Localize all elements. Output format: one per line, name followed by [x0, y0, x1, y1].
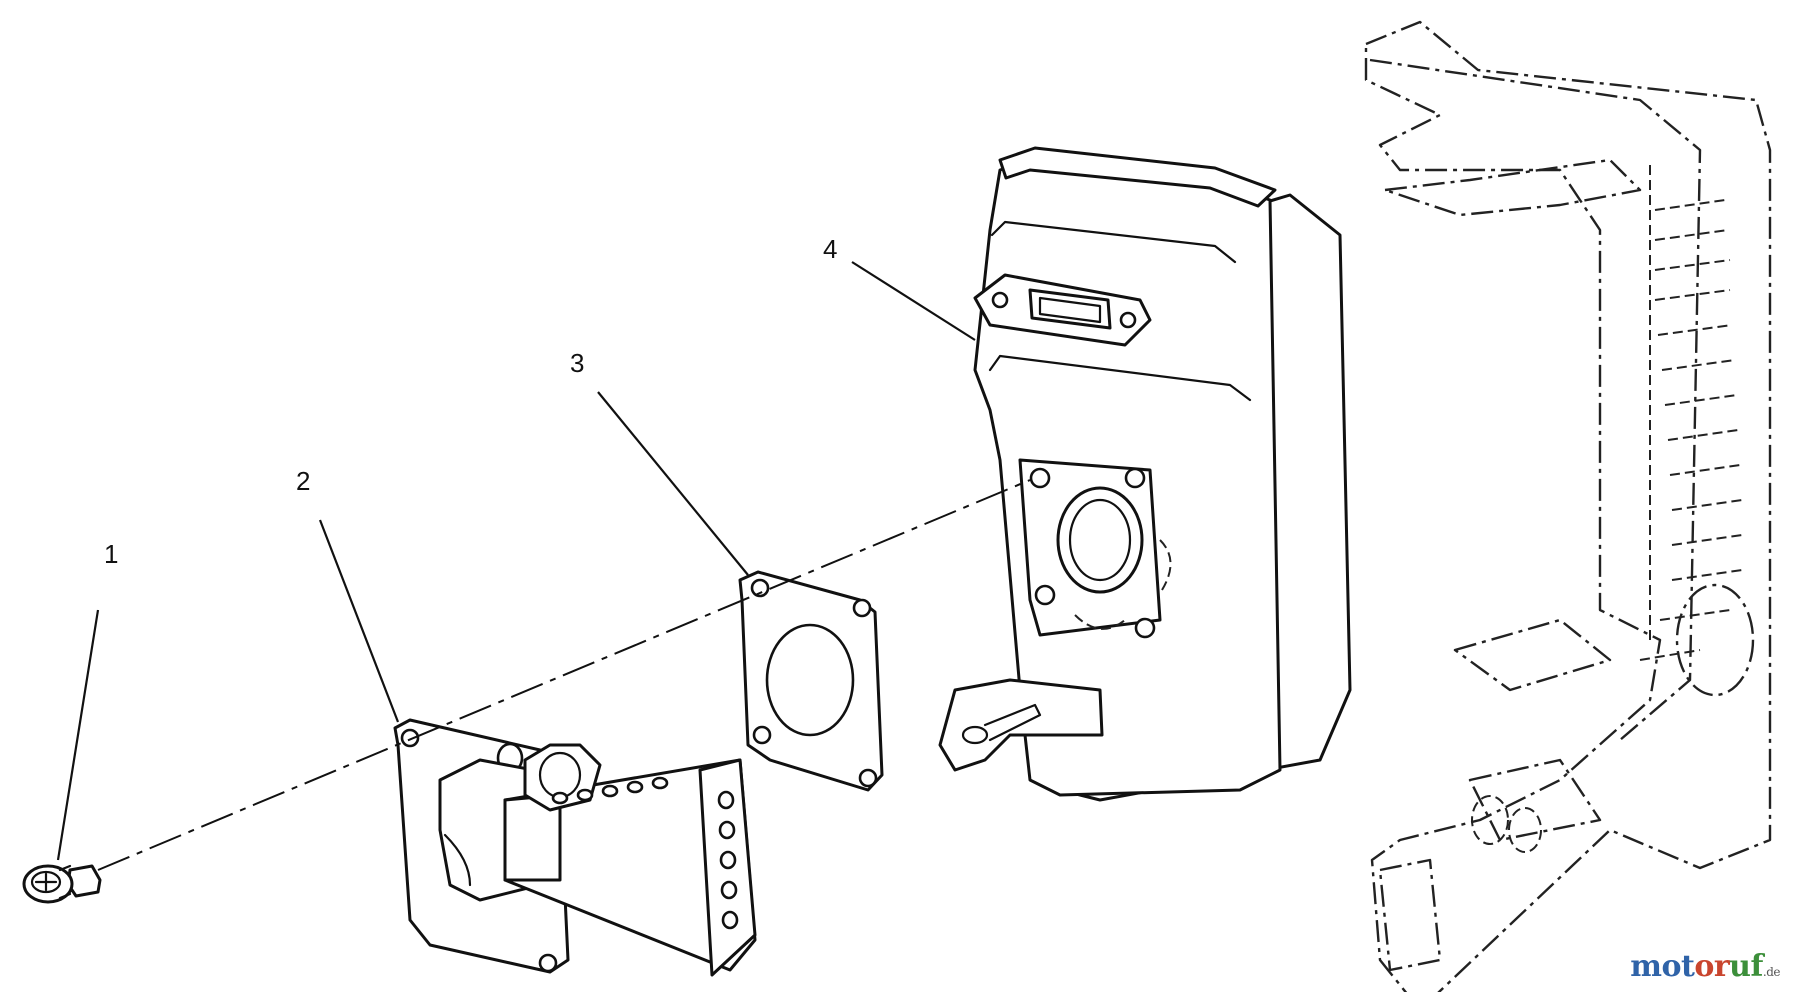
leader-line-3 [597, 391, 749, 576]
frame-slots [1639, 199, 1743, 661]
watermark-part-1: mot [1630, 949, 1695, 984]
deflector-part-2 [393, 718, 757, 977]
screw-part-1 [22, 864, 102, 904]
leader-line-2 [318, 519, 400, 723]
watermark-suffix: .de [1762, 965, 1781, 979]
frame-round-port [1675, 583, 1755, 697]
muffler-inlet-port [1056, 486, 1144, 594]
callout-2: 2 [296, 466, 310, 496]
assembly-centerline [97, 479, 1031, 871]
watermark-logo: motoruf.de [1630, 949, 1780, 984]
engine-frame-outline [1364, 20, 1772, 992]
callout-1: 1 [104, 539, 118, 569]
gasket-port [765, 623, 855, 737]
watermark-part-2: or [1694, 949, 1730, 984]
watermark-part-3: uf [1729, 949, 1763, 984]
gasket-part-3 [738, 570, 884, 792]
muffler-part-4 [938, 146, 1352, 802]
leader-line-4 [851, 261, 976, 341]
leader-line-1 [56, 609, 100, 861]
callout-3: 3 [570, 348, 584, 378]
deflector-screen-holes [551, 776, 739, 930]
callout-4: 4 [823, 234, 837, 264]
